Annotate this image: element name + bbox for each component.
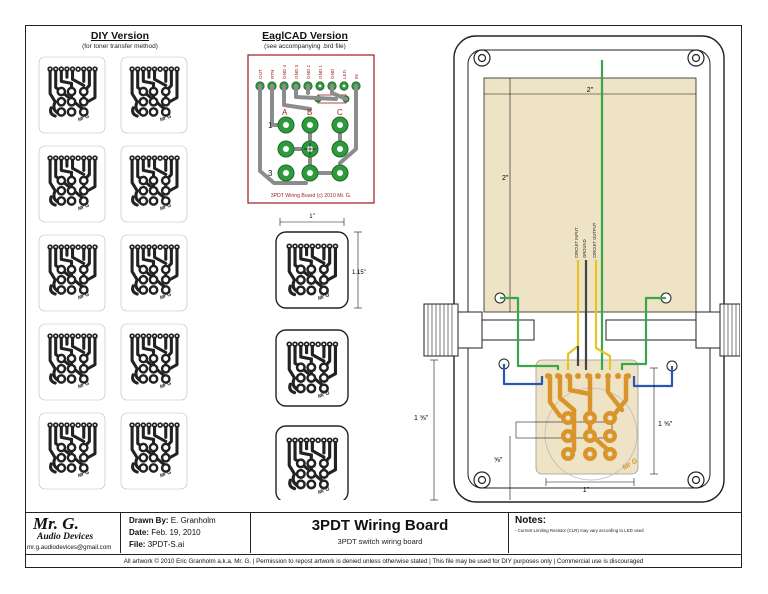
eagle-board-caption: 3PDT Wiring Board (c) 2010 Mr. G. <box>271 193 352 199</box>
dim-switch-bottom: 1" <box>583 487 590 494</box>
wire-label-ground: GROUND <box>582 239 587 258</box>
input-jack <box>423 292 535 370</box>
diy-board <box>120 145 188 223</box>
circuit-board <box>483 77 697 313</box>
title-block: Mr. G. Audio Devices mr.g.audiodevices@g… <box>25 512 742 554</box>
eagle-pad-label: GND 1 <box>318 65 323 79</box>
wires <box>500 60 674 388</box>
logo-top: Mr. G. <box>33 514 79 533</box>
eagle-pad-label: GND <box>330 68 335 79</box>
diy-board <box>38 412 106 490</box>
notes-label: Notes: <box>515 515 547 526</box>
wire-label-input: CIRCUIT INPUT <box>574 227 579 258</box>
eagle-pad-label: LED <box>342 69 347 79</box>
date-value: Feb. 19, 2010 <box>151 528 201 537</box>
drawn-by-value: E. Granholm <box>170 516 216 525</box>
eagle-title: EaglCAD Version <box>262 30 348 42</box>
diy-board <box>38 234 106 312</box>
output-jack <box>605 292 740 372</box>
wire-label-output: CIRCUIT OUTPUT <box>592 222 597 258</box>
copyright-footer: All artwork © 2010 Eric Granholm a.k.a. … <box>25 554 742 568</box>
eagle-pad-label: OUT <box>258 69 263 79</box>
eagle-pad-label: GND 2 <box>306 65 311 79</box>
logo-bottom: Audio Devices <box>37 532 94 542</box>
date-label: Date: <box>129 528 150 537</box>
drawn-by-label: Drawn By: <box>129 516 169 525</box>
diy-board <box>120 56 188 134</box>
diy-board <box>38 323 106 401</box>
row-label-1: 1 <box>268 121 273 130</box>
sample-boards: 1" 1.15" <box>275 214 366 500</box>
drawing-sheet <box>25 25 742 568</box>
eagle-pad-label: RTN <box>270 70 275 79</box>
dim-sample-width: 1" <box>309 214 314 220</box>
eagle-pad-label: GND 3 <box>294 65 299 79</box>
drawing-subtitle: 3PDT switch wiring board <box>337 537 423 546</box>
diy-board-grid <box>38 56 188 490</box>
contact-email: mr.g.audiodevices@gmail.com <box>27 544 112 551</box>
dim-board-height: 2" <box>502 175 509 182</box>
file-value: 3PDT-S.ai <box>147 540 185 549</box>
dim-board-width: 2" <box>587 87 594 94</box>
diy-title: DIY Version <box>90 30 150 42</box>
drawing-info-cell: Drawn By: E. Granholm Date: Feb. 19, 201… <box>121 513 251 553</box>
col-label-a: A <box>282 108 288 117</box>
diy-board <box>120 412 188 490</box>
col-label-c: C <box>337 108 343 117</box>
notes-text: - Current Limiting Resistor (CLR) may va… <box>515 528 644 533</box>
diy-subtitle: (for toner transfer method) <box>82 43 158 50</box>
dim-enclosure-left: 1 ⅝" <box>414 415 429 422</box>
file-label: File: <box>129 540 146 549</box>
drawing-title: 3PDT Wiring Board <box>311 517 449 534</box>
eagle-board: OUT RTN GND 4 GND 3 GND 2 GND 1 GND LED IN A B C… <box>247 54 375 204</box>
dim-five-eighth: ⅝" <box>494 457 503 464</box>
enclosure-wiring-view: 2" 2" <box>414 35 740 503</box>
diy-board <box>120 323 188 401</box>
eagle-subtitle: (see accompanying .brd file) <box>264 43 346 50</box>
dim-switch-right: 1 ⅝" <box>658 421 673 428</box>
diy-board <box>120 234 188 312</box>
logo-cell: Mr. G. Audio Devices mr.g.audiodevices@g… <box>25 513 121 553</box>
diy-board <box>38 145 106 223</box>
row-label-3: 3 <box>268 169 273 178</box>
eagle-pad-label: GND 4 <box>282 65 287 79</box>
diy-board <box>38 56 106 134</box>
dim-sample-height: 1.15" <box>352 270 366 276</box>
eagle-pad-label: IN <box>354 74 359 79</box>
corner-screws <box>473 49 705 489</box>
drawing-title-cell: 3PDT Wiring Board 3PDT switch wiring boa… <box>251 513 509 553</box>
col-label-b: B <box>307 108 312 117</box>
notes-cell: Notes: - Current Limiting Resistor (CLR)… <box>509 513 742 553</box>
dimension-lines <box>430 359 658 501</box>
